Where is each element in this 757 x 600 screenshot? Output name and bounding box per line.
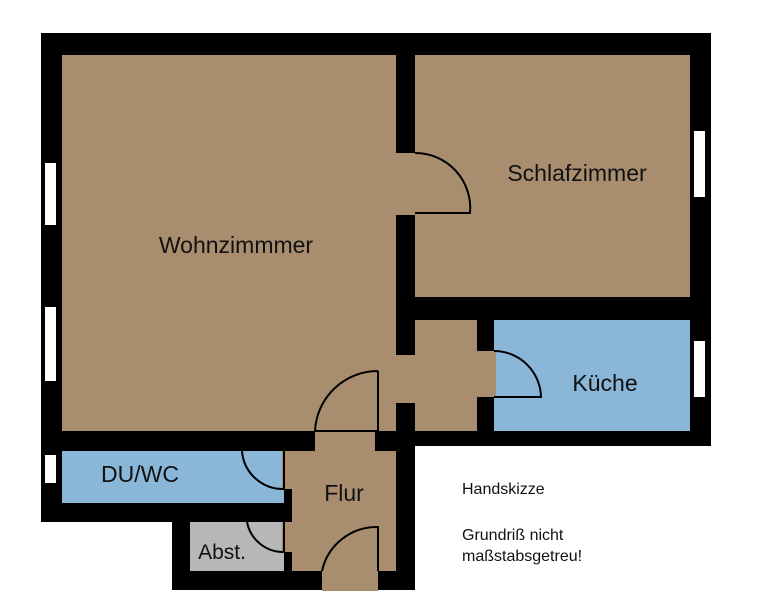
storage-floor — [190, 522, 284, 571]
sketch-note-title: Handskizze — [462, 481, 545, 498]
kitchen-floor — [494, 320, 690, 431]
door-swing-storage — [246, 521, 285, 554]
door-swing-kitchen — [493, 350, 543, 398]
living-room-floor — [62, 55, 396, 431]
hall-living-opening — [315, 429, 375, 453]
living-room-label: Wohnzimmmer — [159, 232, 314, 258]
hallway-upper-floor — [415, 320, 477, 431]
door-swing-bedroom — [414, 151, 472, 214]
window-living-lower — [45, 307, 56, 381]
window-living-upper — [45, 163, 56, 225]
window-bedroom — [694, 131, 705, 197]
hall-floor — [292, 451, 396, 571]
bedroom-label: Schlafzimmer — [507, 160, 647, 186]
kitchen-label: Küche — [572, 370, 637, 396]
door-swing-entrance — [321, 525, 379, 572]
door-swing-hall — [313, 369, 379, 432]
entrance-door-opening — [322, 569, 378, 591]
sketch-note-line2: Grundriß nicht — [462, 527, 564, 544]
door-swing-bathroom — [241, 450, 285, 491]
hall-passage-opening — [396, 355, 415, 403]
hall-label: Flur — [324, 480, 364, 506]
window-kitchen — [694, 341, 705, 397]
sketch-note-line3: maßstabsgetreu! — [462, 548, 582, 565]
storage-label: Abst. — [198, 541, 246, 564]
bathroom-label: DU/WC — [101, 461, 179, 487]
bathroom-floor — [62, 451, 284, 503]
bedroom-door-opening — [394, 153, 417, 215]
kitchen-door-opening — [475, 351, 496, 397]
window-bathroom — [45, 455, 56, 483]
